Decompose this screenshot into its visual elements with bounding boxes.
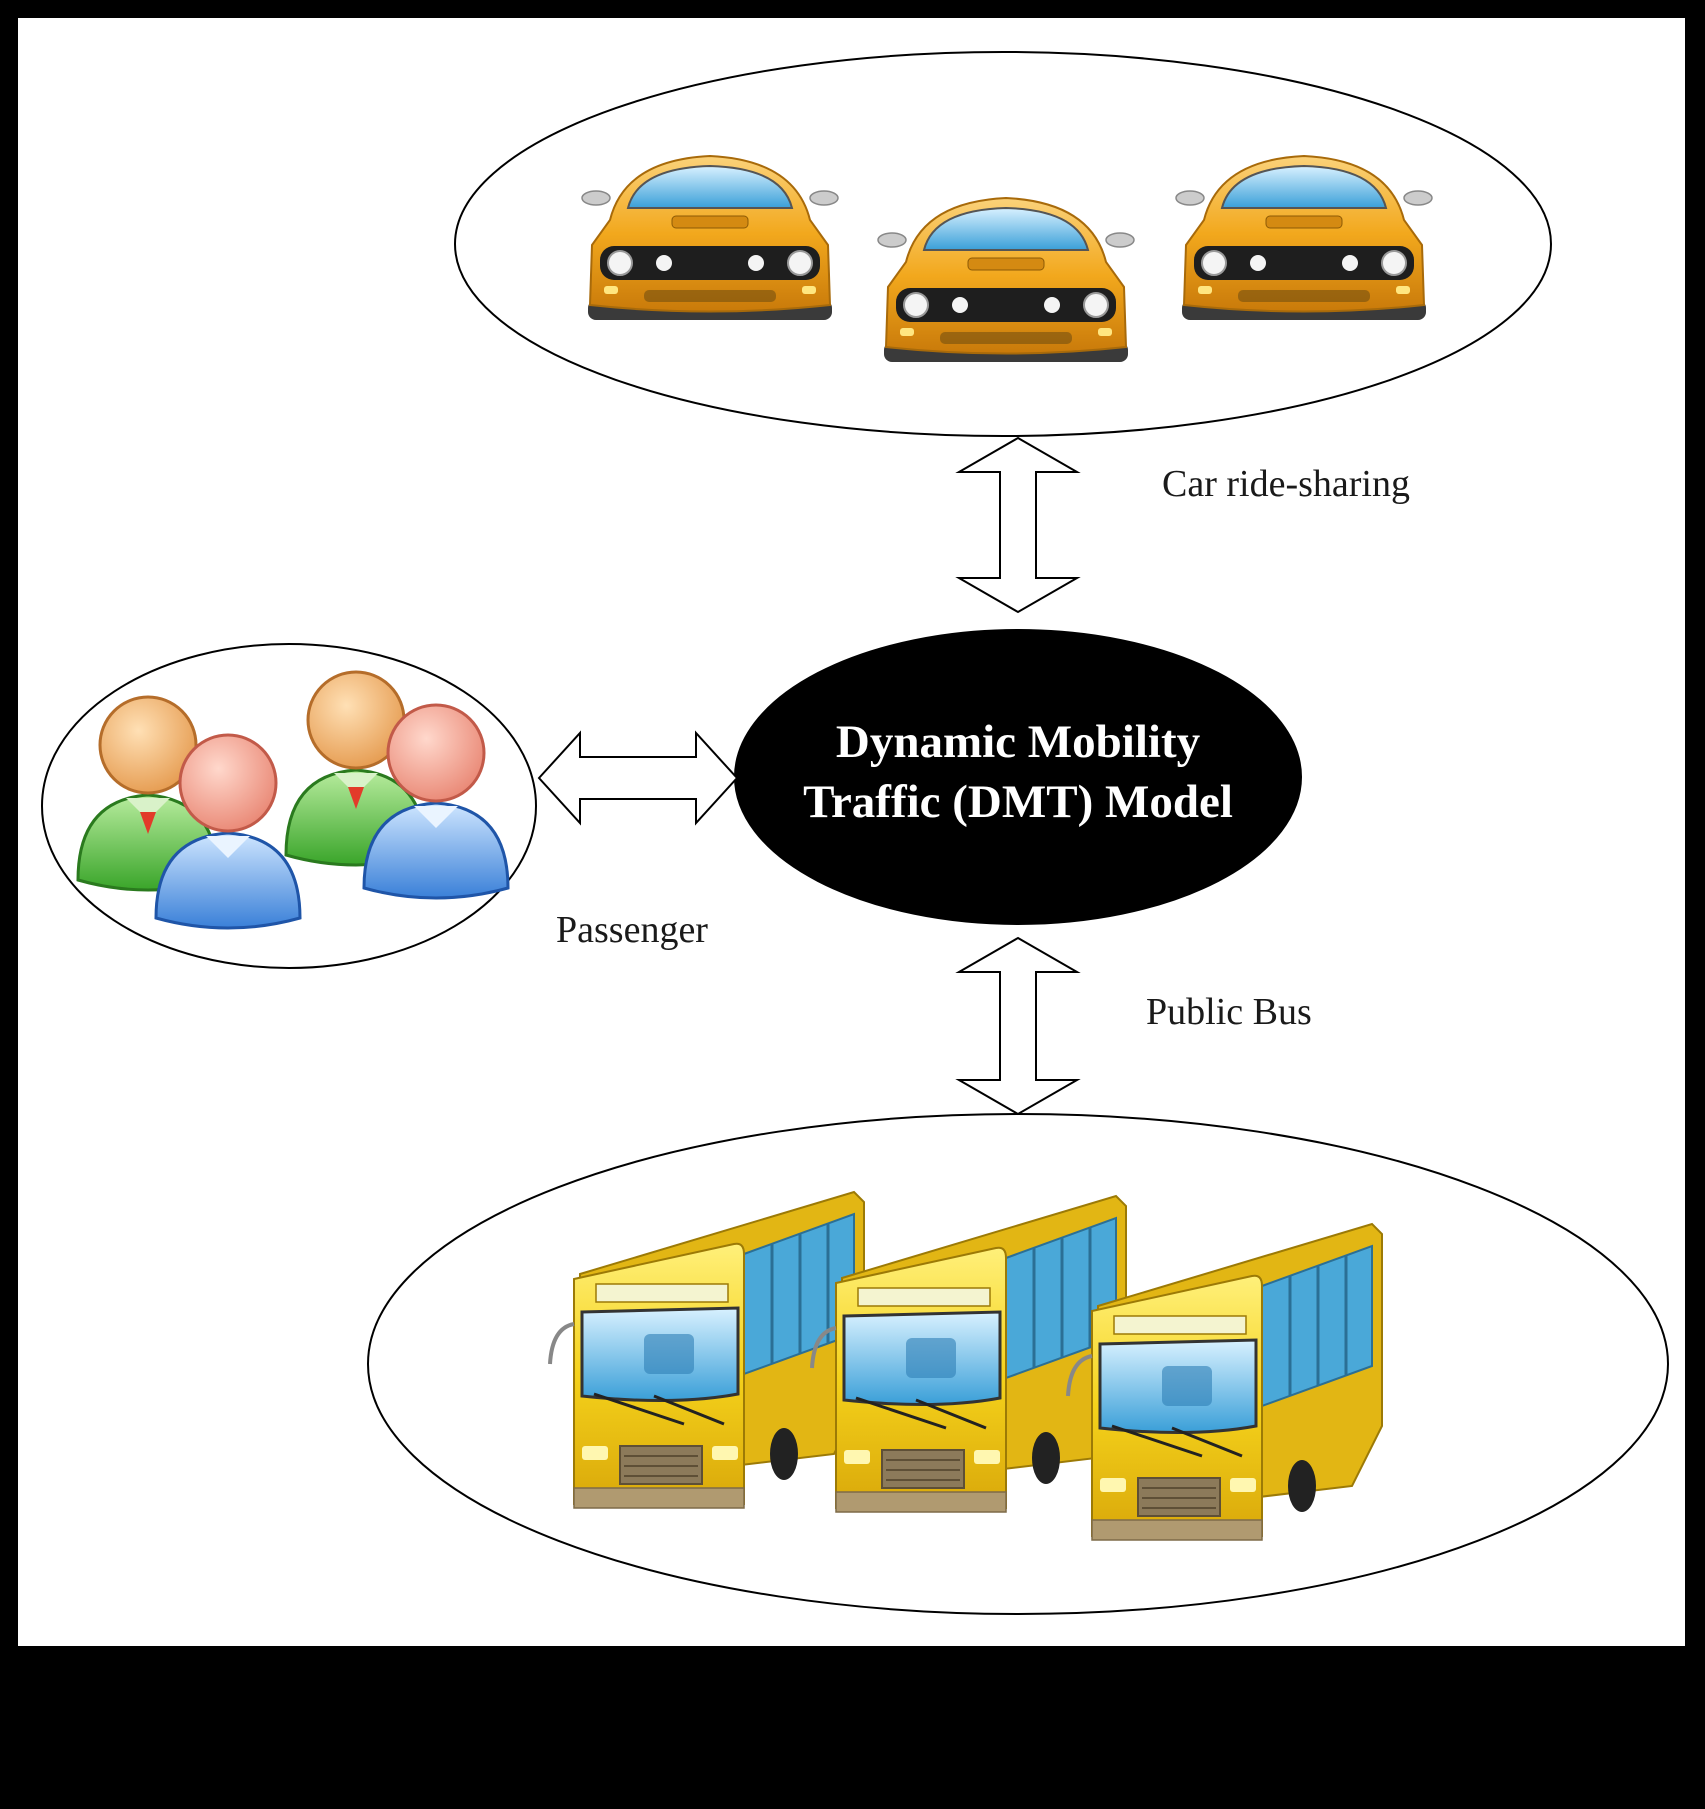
dmt-model-title: Dynamic Mobility Traffic (DMT) Model xyxy=(736,712,1300,832)
passenger-double-arrow xyxy=(537,730,739,826)
car-ride-sharing-label: Car ride-sharing xyxy=(1162,463,1410,505)
dmt-model-title-line2: Traffic (DMT) Model xyxy=(803,776,1233,828)
public-bus-label: Public Bus xyxy=(1146,991,1312,1033)
passenger-label: Passenger xyxy=(556,909,708,951)
bus-double-arrow xyxy=(955,936,1081,1116)
dmt-model-title-line1: Dynamic Mobility xyxy=(835,716,1201,768)
car-double-arrow xyxy=(955,436,1081,614)
